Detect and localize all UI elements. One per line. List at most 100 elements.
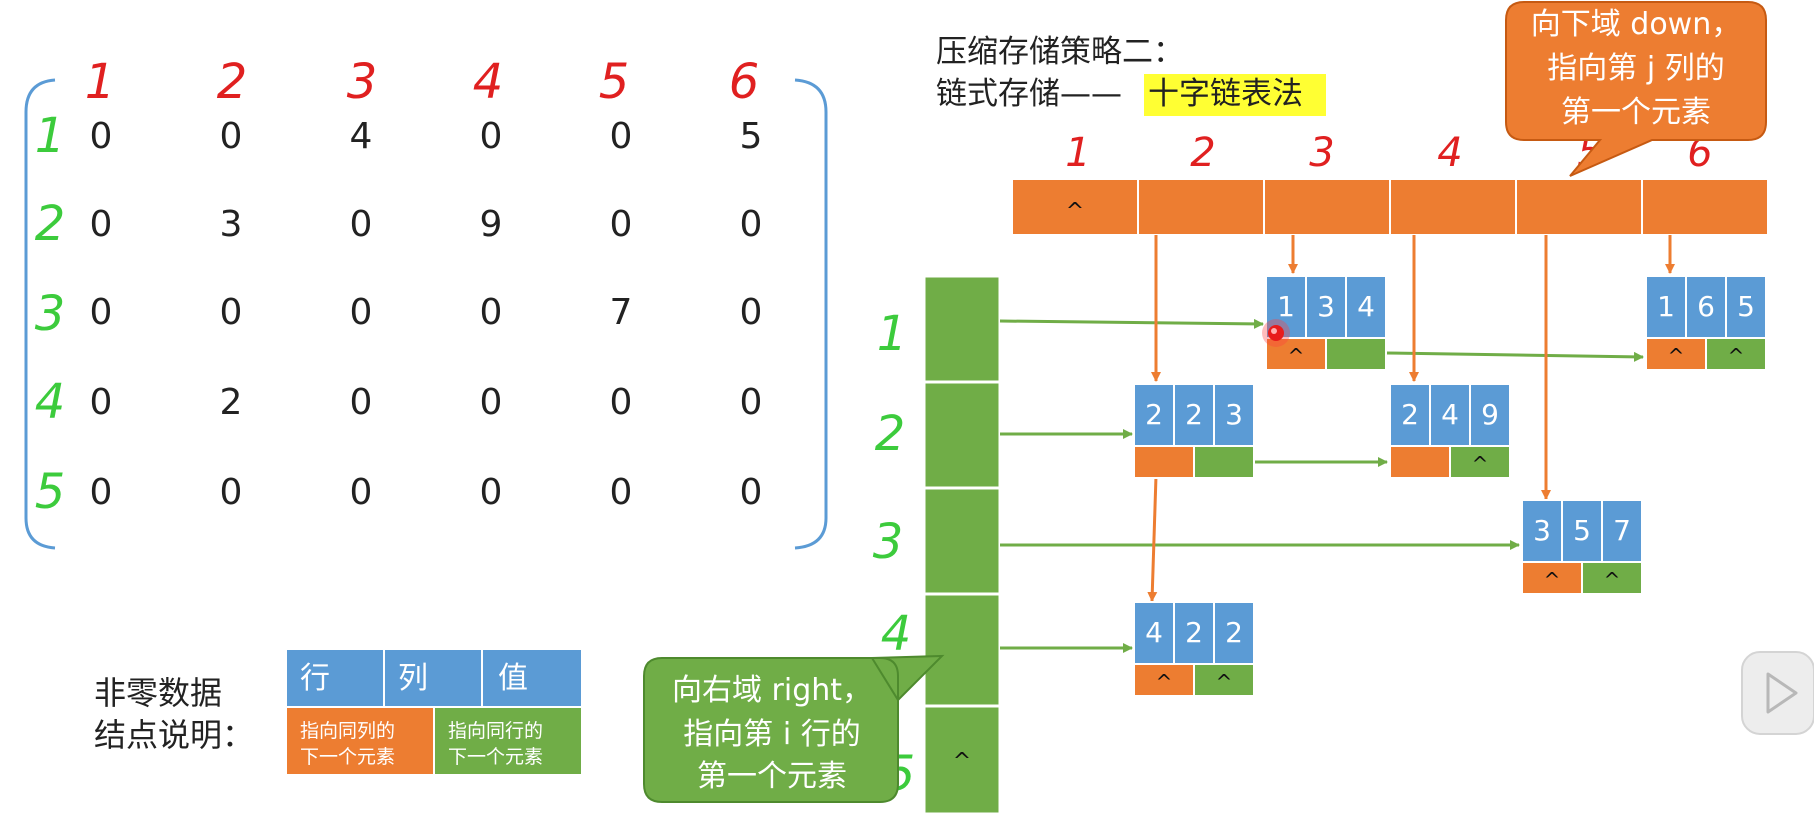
col-head-cell [1389,178,1517,236]
matrix-col-label: 4 [473,54,504,110]
node-4-2-2: 4 2 2 ^ ^ [1133,601,1255,697]
matrix-row-label: 3 [35,286,66,342]
node-row: 3 [1533,514,1551,547]
legend-down-line-1: 指向同列的 [300,720,395,742]
matrix-cell: 0 [740,292,763,333]
row-head-cell [922,274,1002,384]
matrix-cell: 0 [220,292,243,333]
col-head-cell [1515,178,1643,236]
play-icon [1766,672,1798,714]
matrix-cell: 0 [350,472,373,513]
node-value: 5 [1737,290,1755,323]
node-value: 3 [1225,398,1243,431]
col-head-label: 1 [1065,130,1090,176]
matrix-row-label: 1 [35,108,66,164]
callout-down-bubble [1505,1,1767,177]
callout-down-line-2: 指向第 j 列的 [1547,51,1724,86]
col-head-label: 3 [1309,130,1334,176]
title-highlight [1144,74,1326,116]
right-links [999,318,1644,653]
title-line-2-prefix: 链式存储—— [936,76,1122,112]
matrix-col-label: 2 [217,54,248,110]
legend-label-line-2: 结点说明： [94,716,254,754]
matrix-cell: 0 [90,472,113,513]
matrix-cell: 0 [90,204,113,245]
node-value: 7 [1613,514,1631,547]
matrix-cell: 0 [610,204,633,245]
matrix-col-label: 5 [599,54,630,110]
node-right-null: ^ [1472,452,1489,476]
title-line-1: 压缩存储策略二： [936,34,1184,70]
title-line-2-highlight: 十字链表法 [1148,76,1303,112]
matrix-cell: 0 [220,472,243,513]
row-head-null: ^ [953,749,971,774]
matrix-cell: 0 [480,292,503,333]
matrix-cell: 0 [90,116,113,157]
row-head-cell [922,486,1002,596]
matrix-col-label: 1 [85,54,116,110]
node-col: 2 [1185,616,1203,649]
matrix-cell: 0 [90,382,113,423]
row-head-cell [922,704,1002,816]
row-head-array: 1 2 3 4 5 ^ [873,274,1002,816]
node-value: 4 [1357,290,1375,323]
matrix-cell: 0 [740,472,763,513]
matrix-cell: 0 [90,292,113,333]
node-3-5-7: 3 5 7 ^ ^ [1521,499,1643,595]
matrix-cell: 0 [740,204,763,245]
matrix-cell: 0 [480,472,503,513]
matrix-cell: 2 [220,382,243,423]
matrix-cell: 0 [610,472,633,513]
matrix-cell: 0 [480,116,503,157]
node-row: 2 [1145,398,1163,431]
legend-value-cell: 值 [498,661,528,696]
node-col: 3 [1317,290,1335,323]
row-head-label: 2 [875,406,906,462]
node-col: 6 [1697,290,1715,323]
node-row: 2 [1401,398,1419,431]
matrix-cell: 4 [350,116,373,157]
node-row: 1 [1277,290,1295,323]
callout-right: 向右域 right， 指向第 i 行的 第一个元素 [643,654,945,803]
row-head-label: 3 [873,514,904,570]
matrix-cell: 0 [220,116,243,157]
node-value: 2 [1225,616,1243,649]
matrix-cell: 0 [480,382,503,423]
row-head-cell [922,380,1002,490]
col-head-label: 2 [1190,130,1215,176]
node-down-null: ^ [1544,568,1561,592]
title-block: 压缩存储策略二： 链式存储—— 十字链表法 [936,34,1326,116]
callout-down-line-3: 第一个元素 [1561,95,1711,130]
callout-right-line-2: 指向第 i 行的 [683,717,860,752]
matrix-cell: 5 [740,116,763,157]
legend-label-line-1: 非零数据 [94,674,222,712]
node-col: 5 [1573,514,1591,547]
laser-pointer-icon [1262,319,1290,347]
node-col: 2 [1185,398,1203,431]
down-arrow [1147,475,1158,602]
legend-right-line-1: 指向同行的 [448,720,543,742]
node-right-null: ^ [1604,568,1621,592]
node-legend: 非零数据 结点说明： 行 列 值 指向同列的 下一个元素 指向同行的 下一个元素 [94,648,583,776]
legend-down-line-2: 下一个元素 [300,746,395,768]
matrix-row-label: 5 [35,464,66,520]
matrix-col-label: 3 [347,54,378,110]
node-row: 1 [1657,290,1675,323]
matrix-cell: 0 [610,116,633,157]
row-head-label: 1 [877,306,908,362]
col-head-cell [1263,178,1391,236]
play-button[interactable] [1741,651,1814,735]
row-head-cell [922,592,1002,708]
node-right-null: ^ [1216,670,1233,694]
node-value: 9 [1481,398,1499,431]
callout-down-line-1: 向下域 down， [1531,7,1741,42]
matrix-cell: 0 [350,292,373,333]
matrix-cell: 7 [610,292,633,333]
callout-down: 向下域 down， 指向第 j 列的 第一个元素 [1505,1,1767,177]
matrix-row-label: 4 [35,374,66,430]
matrix-left-bracket [24,78,56,550]
matrix-cell: 9 [480,204,503,245]
node-2-4-9: 2 4 9 ^ [1389,383,1511,479]
matrix-cell: 0 [740,382,763,423]
